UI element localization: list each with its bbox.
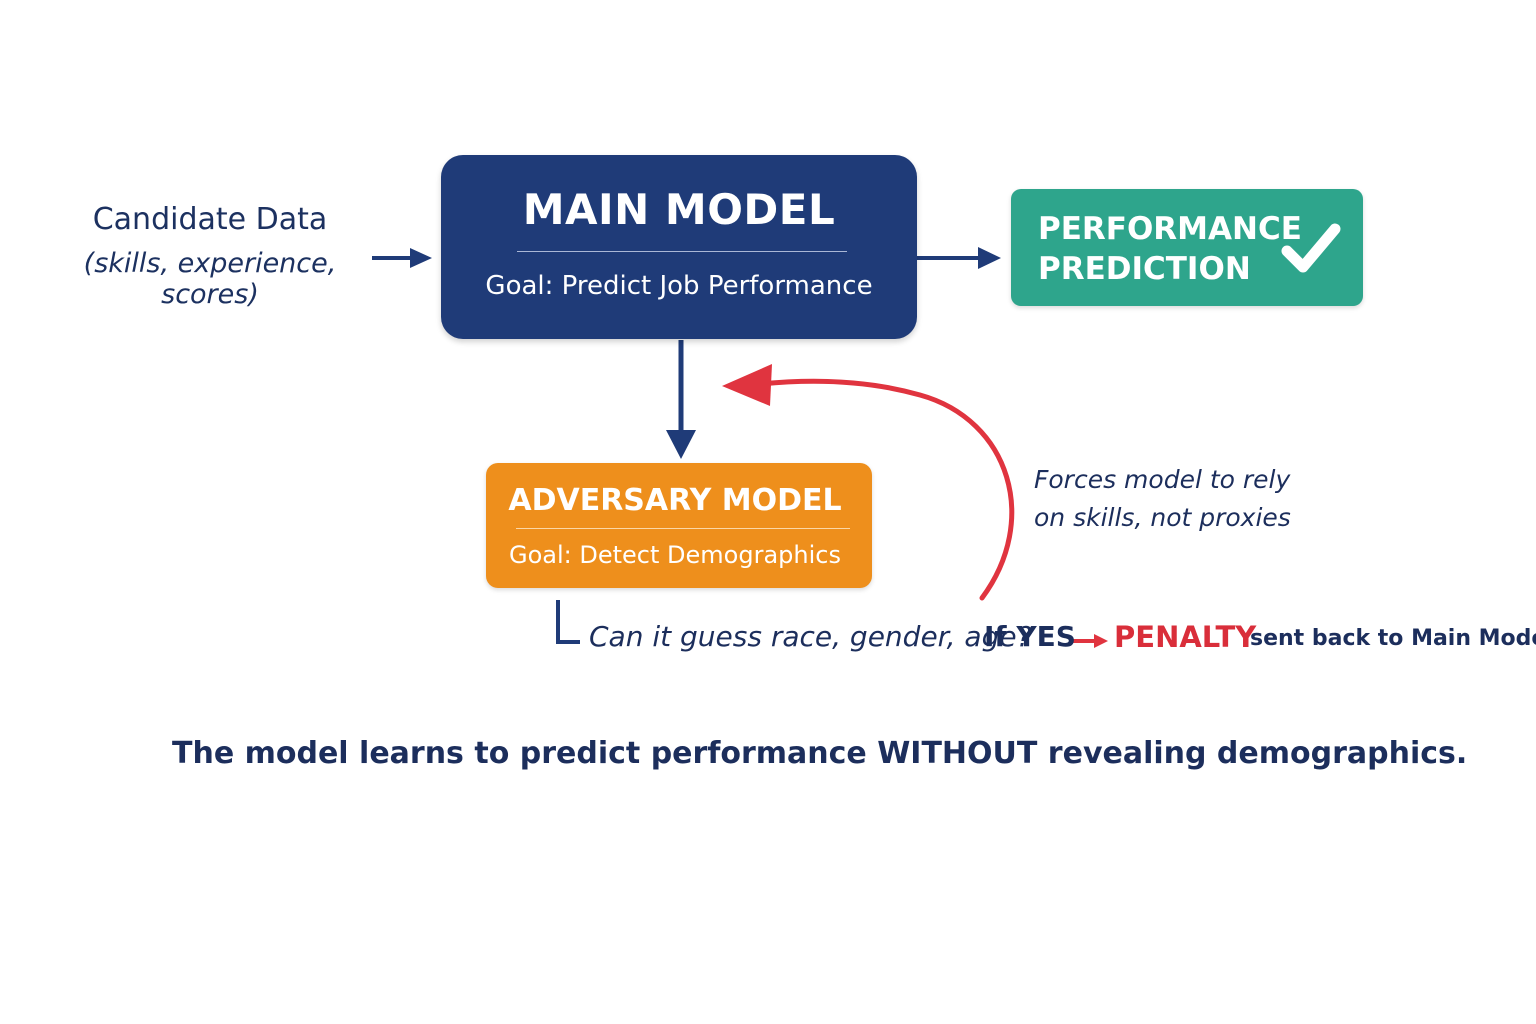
performance-prediction-box: PERFORMANCE PREDICTION <box>1011 189 1363 306</box>
adversary-model-divider <box>516 528 850 529</box>
feedback-note-line1: Forces model to rely <box>1034 465 1291 494</box>
prediction-label: PREDICTION <box>1038 251 1251 287</box>
main-model-title: MAIN MODEL <box>522 185 836 234</box>
input-arrow <box>372 248 432 268</box>
output-arrow <box>917 247 1001 269</box>
adversary-question: Can it guess race, gender, age? <box>589 620 1032 653</box>
check-icon <box>1281 223 1341 273</box>
performance-label: PERFORMANCE <box>1038 211 1302 247</box>
question-connector <box>556 600 580 644</box>
if-yes-label: If YES <box>984 620 1076 653</box>
down-arrow <box>666 340 696 459</box>
main-model-goal: Goal: Predict Job Performance <box>485 271 873 301</box>
feedback-note-line2: on skills, not proxies <box>1034 503 1291 532</box>
diagram-caption: The model learns to predict performance … <box>172 736 1468 771</box>
adversary-model-box: ADVERSARY MODEL Goal: Detect Demographic… <box>486 463 872 588</box>
input-title: Candidate Data <box>92 202 328 237</box>
feedback-curve-arrow <box>722 364 1015 601</box>
main-model-box: MAIN MODEL Goal: Predict Job Performance <box>441 155 917 339</box>
adversary-model-goal: Goal: Detect Demographics <box>509 541 841 569</box>
penalty-label: PENALTY <box>1114 620 1257 654</box>
adversary-model-title: ADVERSARY MODEL <box>508 483 842 518</box>
input-subtitle: (skills, experience, scores) <box>83 248 337 310</box>
sent-back-label: sent back to Main Model <box>1250 626 1536 651</box>
main-model-divider <box>517 251 847 252</box>
penalty-arrow <box>1073 634 1108 648</box>
